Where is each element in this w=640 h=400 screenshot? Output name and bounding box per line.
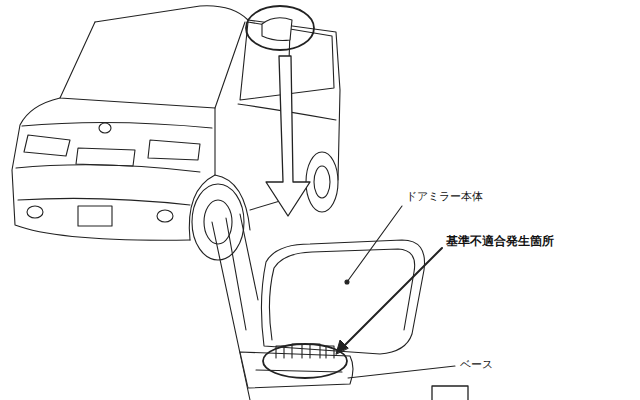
mirror-detail [212, 214, 468, 400]
leader-line [348, 366, 455, 378]
leader-dot [345, 280, 349, 284]
leader-arrow [342, 248, 442, 348]
part-label: ドアミラー本体 [404, 190, 485, 203]
pointer-arrow [266, 56, 310, 216]
part-label: ベース [458, 358, 495, 371]
arrow-head [336, 340, 348, 354]
part-label: 基準不適合発生箇所 [444, 234, 556, 248]
car-drawing [12, 6, 340, 260]
leader-line [347, 206, 402, 282]
